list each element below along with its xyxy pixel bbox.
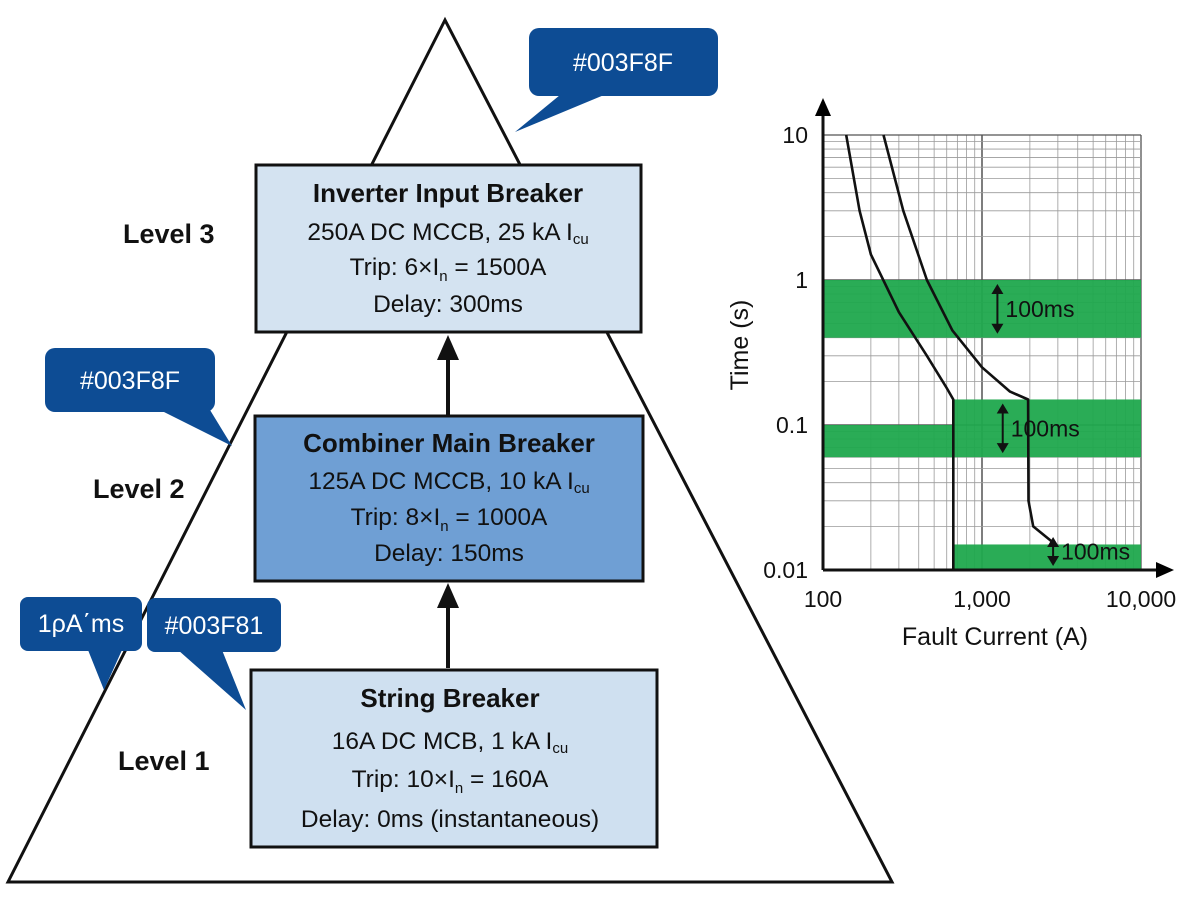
y-tick-label: 0.01 [763,557,808,583]
combiner-main-breaker-box: Combiner Main Breaker 125A DC MCCB, 10 k… [253,414,645,583]
y-axis-label: Time (s) [726,300,754,391]
chart-grid [822,134,1142,571]
band-arrow-down [1047,556,1060,566]
chart-bands [823,280,1141,570]
inverter-input-breaker-box: Inverter Input Breaker 250A DC MCCB, 25 … [254,163,643,334]
arrow-string-to-combiner [437,583,459,668]
box-trip: Trip: 8×In = 1000A [351,504,548,535]
x-axis-arrow [1156,562,1174,578]
box-title: Inverter Input Breaker [313,178,583,208]
band-label: 100ms [1061,538,1130,564]
trip-curve-2 [882,134,1057,546]
selectivity-band [823,280,1141,338]
string-breaker-box: String Breaker 16A DC MCB, 1 kA Icu Trip… [249,668,659,849]
band-arrow-down [991,323,1004,334]
box-trip: Trip: 6×In = 1500A [350,254,547,285]
y-tick-label: 1 [795,267,808,293]
band-label: 100ms [1005,296,1074,322]
callout-bottom: #003F81 [147,598,281,710]
x-tick-label: 100 [804,586,842,612]
level-2-label: Level 2 [93,474,185,504]
chart-axes [815,98,1174,578]
box-delay: Delay: 150ms [374,540,524,567]
box-title: Combiner Main Breaker [303,428,595,458]
box-delay: Delay: 300ms [373,291,523,318]
box-delay: Delay: 0ms (instantaneous) [301,806,599,833]
callout-text: 1ρA΄ms [38,610,124,638]
box-rating: 250A DC MCCB, 25 kA Icu [307,219,588,248]
x-axis-label: Fault Current (A) [902,623,1088,651]
callout-text: #003F81 [165,612,264,640]
band-arrow-up [1047,536,1060,547]
band-label: 100ms [1011,415,1080,441]
box-trip: Trip: 10×In = 160A [352,766,549,797]
chart-curves [844,134,1057,570]
arrow-combiner-to-inverter [437,335,459,415]
y-tick-label: 0.1 [776,412,808,438]
callout-text: #003F8F [573,49,673,77]
band-arrow-down [996,443,1009,454]
callout-top: #003F8F [515,28,718,132]
callout-left-small: 1ρA΄ms [20,597,142,690]
callout-text: #003F8F [80,367,180,395]
x-tick-label: 10,000 [1106,586,1176,612]
box-rating: 16A DC MCB, 1 kA Icu [332,728,568,757]
box-title: String Breaker [360,683,539,713]
selectivity-band [823,425,1141,458]
band-arrow-up [996,403,1009,414]
trip-curve-1 [844,134,955,570]
box-rating: 125A DC MCCB, 10 kA Icu [308,468,589,497]
y-axis-arrow [815,98,831,116]
callout-middle: #003F8F [45,348,232,446]
level-3-label: Level 3 [123,219,215,249]
selectivity-band [952,399,1141,425]
selectivity-band [952,544,1141,570]
level-1-label: Level 1 [118,746,210,776]
y-tick-label: 10 [782,122,808,148]
x-tick-label: 1,000 [953,586,1011,612]
band-arrow-up [991,284,1004,294]
